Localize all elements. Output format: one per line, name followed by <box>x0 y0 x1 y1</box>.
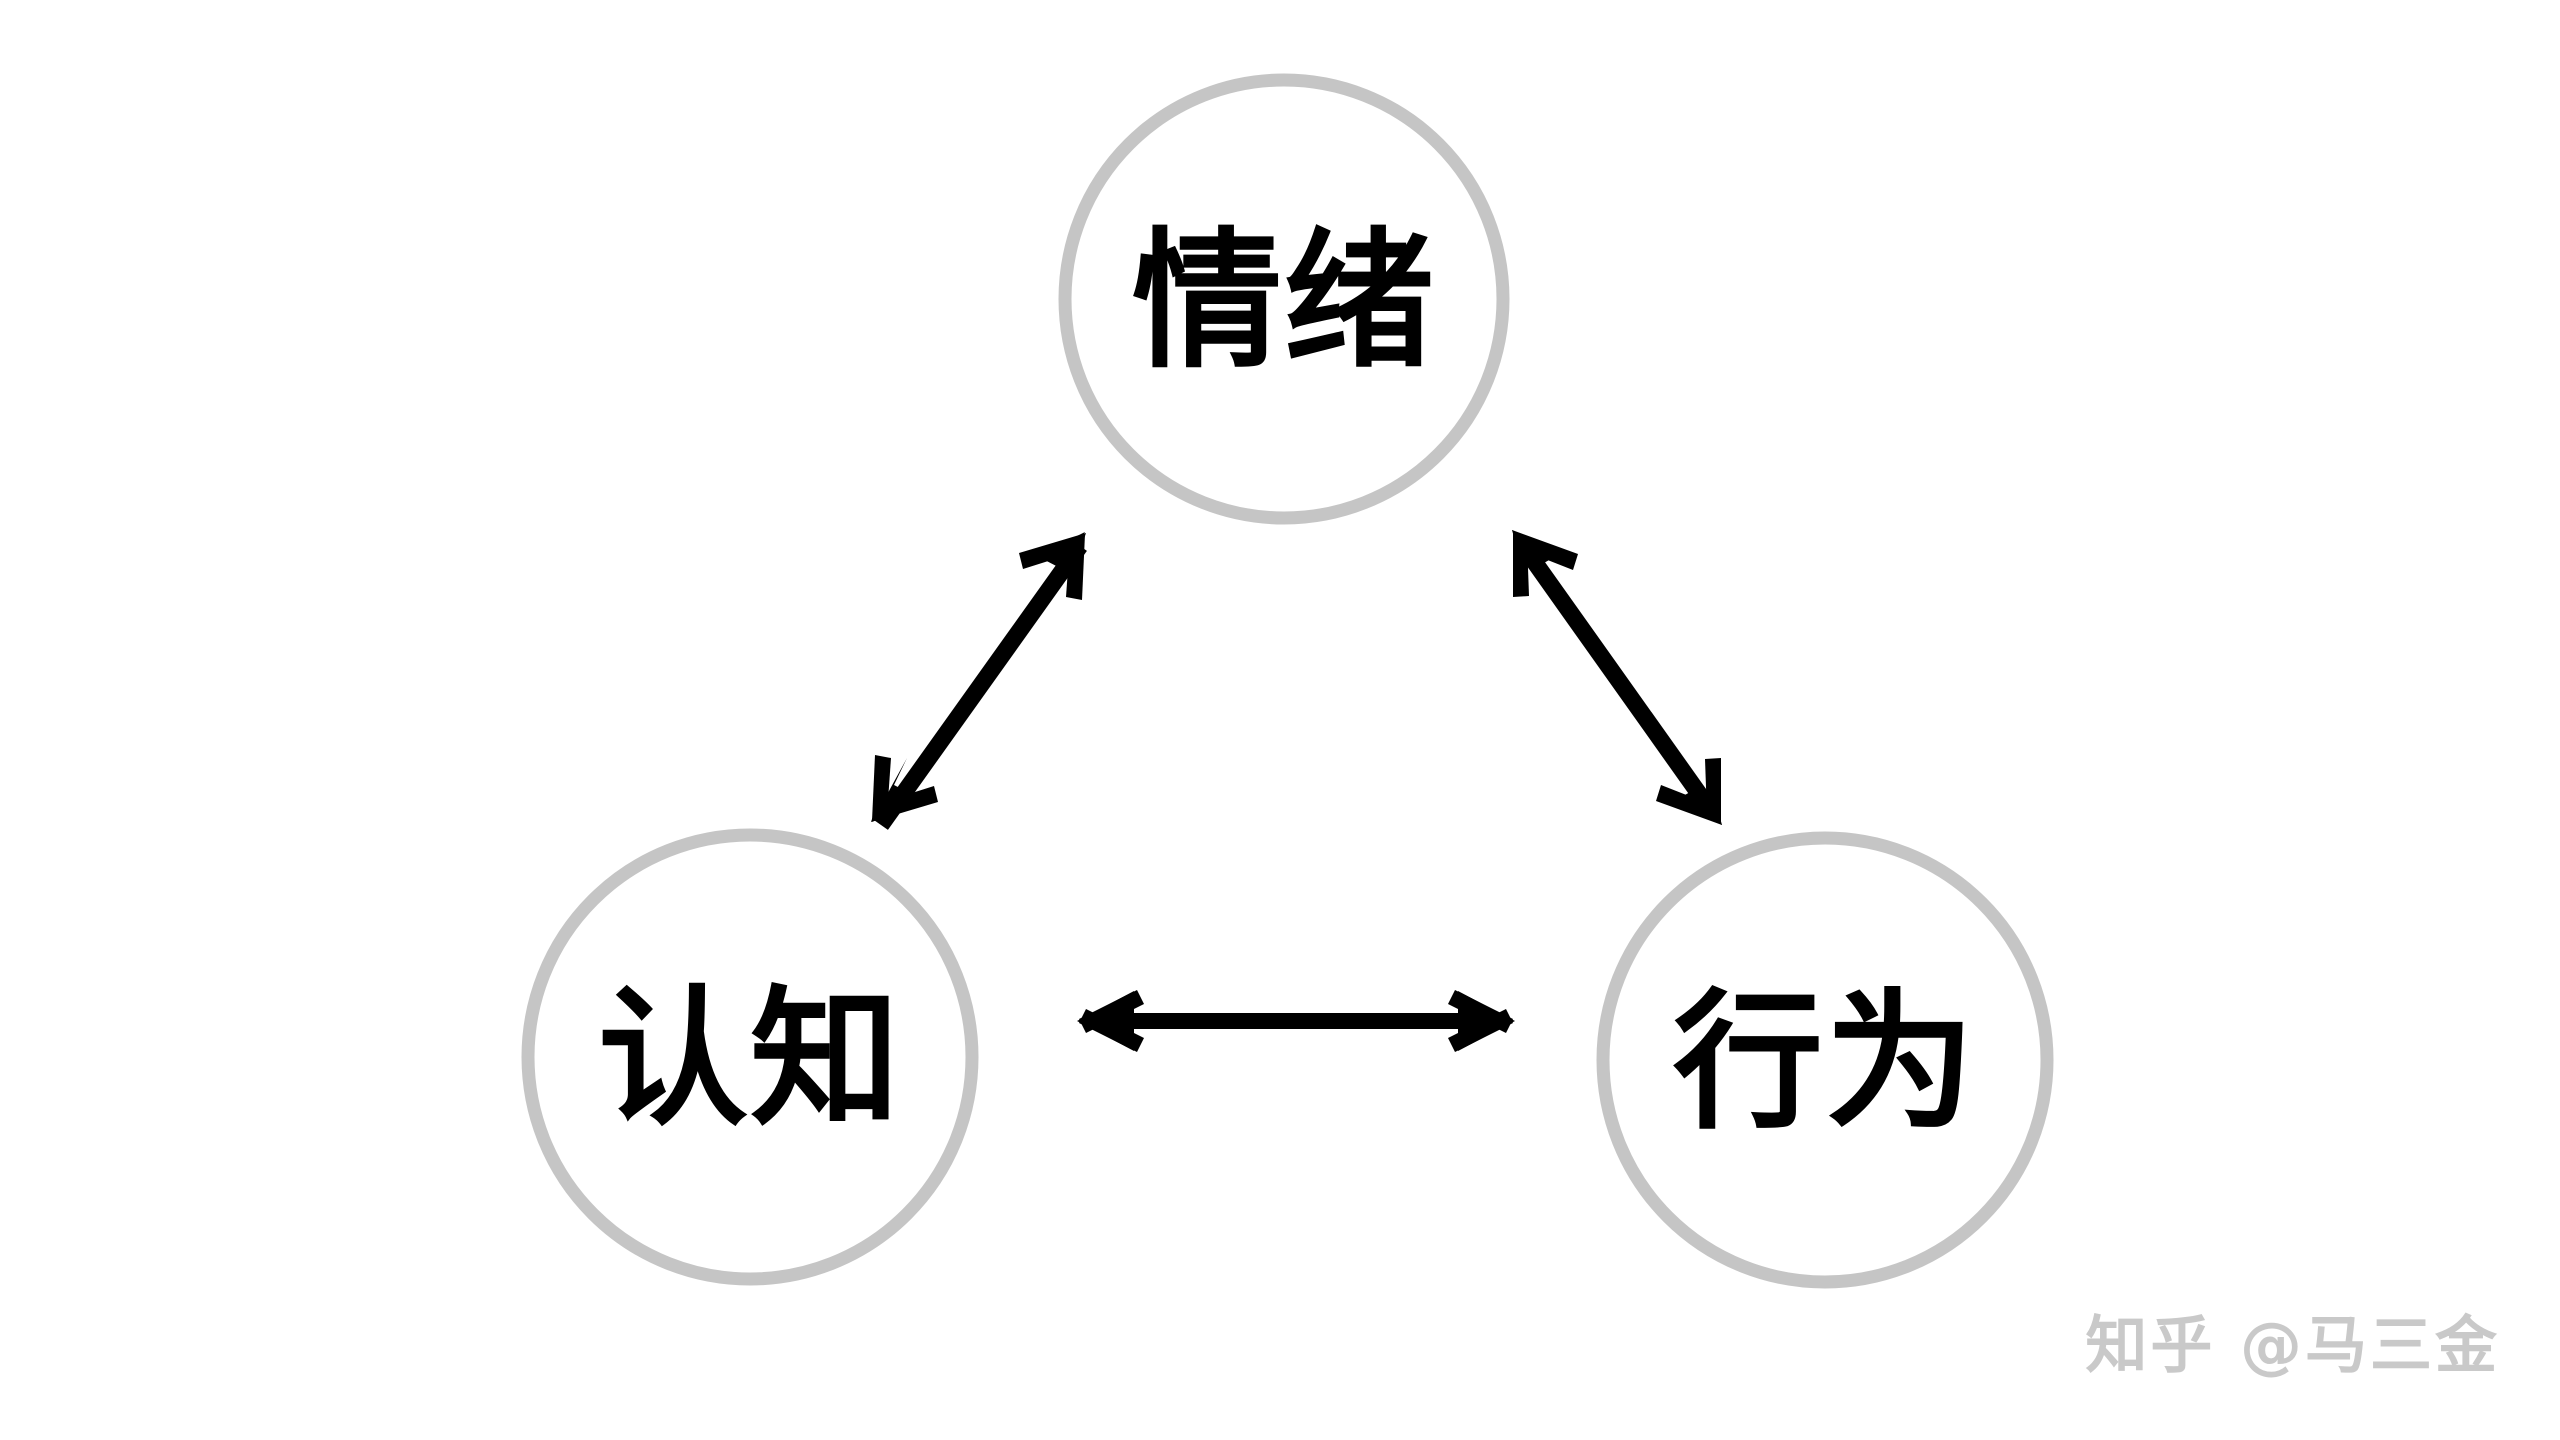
node-emotion[interactable]: 情绪 <box>1058 73 1510 525</box>
arrowhead-down-left-barb-b <box>871 786 938 822</box>
connector-line <box>874 541 1087 830</box>
watermark-zhihu: 知乎 @马三金 <box>2085 1309 2500 1382</box>
arrowhead-up-right-barb-b <box>1019 533 1086 569</box>
nodes-group: 情绪 认知 行为 <box>521 73 2054 1289</box>
node-emotion-label: 情绪 <box>1132 215 1436 389</box>
node-cognition-circle <box>521 828 979 1286</box>
arrowhead-left-barb-b <box>1079 1009 1144 1052</box>
node-behavior-circle <box>1596 831 2054 1289</box>
node-behavior-label: 行为 <box>1673 976 1977 1150</box>
node-behavior[interactable]: 行为 <box>1596 831 2054 1289</box>
arrowhead-right-barb-b <box>1448 1009 1513 1052</box>
arrowhead-down-right-barb-b <box>1656 785 1722 825</box>
node-cognition-label: 认知 <box>598 973 902 1147</box>
arrowhead-up-left-barb-b <box>1512 530 1578 570</box>
connector-emotion-behavior[interactable] <box>1512 530 1722 825</box>
node-emotion-circle <box>1058 73 1510 525</box>
connector-cognition-emotion[interactable] <box>871 532 1087 830</box>
connector-line <box>1514 538 1719 817</box>
connector-cognition-behavior[interactable] <box>1077 990 1515 1052</box>
node-cognition[interactable]: 认知 <box>521 828 979 1286</box>
connectors-group <box>871 530 1722 1052</box>
